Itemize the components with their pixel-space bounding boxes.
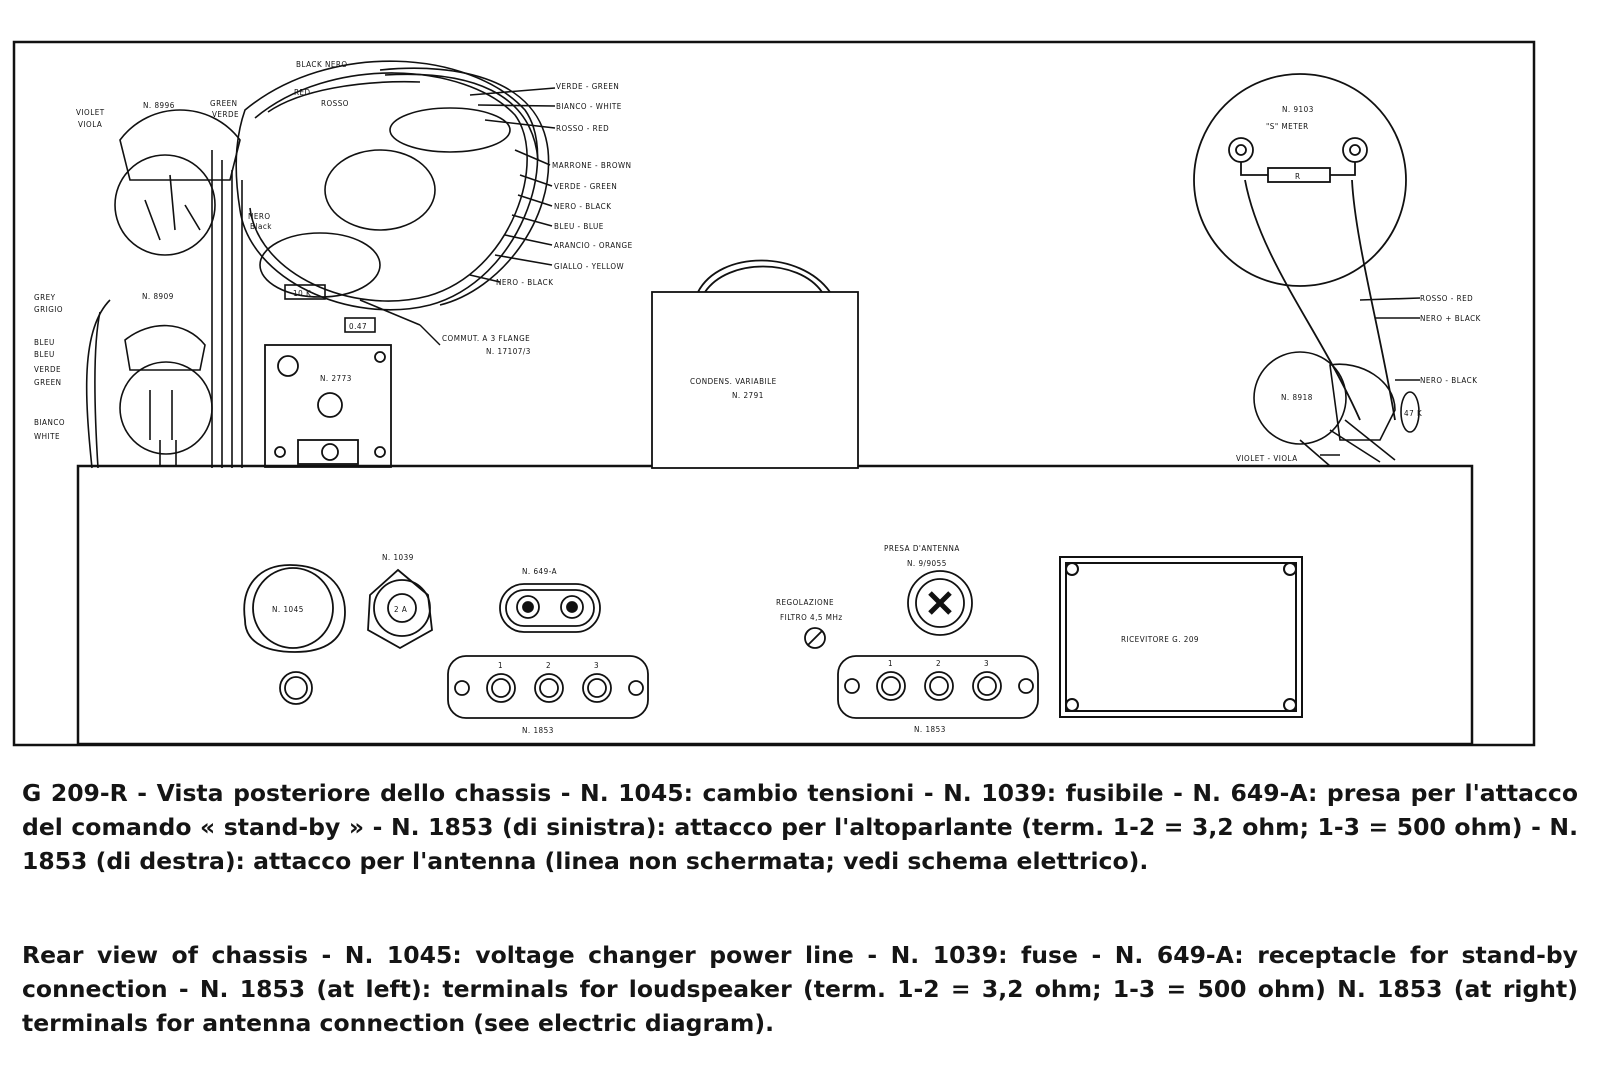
label-bleu: BLEU xyxy=(34,350,55,359)
receptacle-n649a xyxy=(499,583,601,633)
label-viola: VIOLA xyxy=(78,120,102,129)
label-47k: 47 K xyxy=(1404,409,1422,418)
label-violet: VIOLET xyxy=(76,108,105,117)
terminal-number: 1 xyxy=(498,661,503,670)
label-n1853-left: N. 1853 xyxy=(522,726,554,735)
label-nero-black: NERO + BLACK xyxy=(1420,314,1481,323)
label-n8918: N. 8918 xyxy=(1281,393,1313,402)
wire-label: BLEU - BLUE xyxy=(554,222,604,231)
s-meter xyxy=(1193,73,1407,421)
label-red: RED xyxy=(294,88,311,97)
variable-capacitor xyxy=(651,259,859,469)
condens-label: CONDENS. VARIABILE xyxy=(690,377,777,386)
label-n2773: N. 2773 xyxy=(320,374,352,383)
terminal-strip-left-n1853 xyxy=(447,655,649,719)
caption-italian-text: G 209-R - Vista posteriore dello chassis… xyxy=(22,779,1578,875)
wire-label: VERDE - GREEN xyxy=(554,182,617,191)
chassis-rear-view-diagram: BLACK NERO VERDE - GREEN BIANCO - WHITE … xyxy=(12,40,1536,747)
caption-italian: G 209-R - Vista posteriore dello chassis… xyxy=(22,776,1578,878)
condens-number: N. 2791 xyxy=(732,391,764,400)
label-rosso-red: ROSSO - RED xyxy=(1420,294,1473,303)
caption-english: Rear view of chassis - N. 1045: voltage … xyxy=(22,938,1578,1040)
terminal-number: 3 xyxy=(984,659,989,668)
antenna-socket-n9-9055 xyxy=(907,570,973,636)
label-n1045: N. 1045 xyxy=(272,605,304,614)
wire-label: NERO - BLACK xyxy=(554,202,611,211)
left-component-labels: VIOLET VIOLA N. 8996 GREEN VERDE RED ROS… xyxy=(34,88,367,441)
terminal-strip-right-n1853 xyxy=(837,655,1039,719)
label-n1039: N. 1039 xyxy=(382,553,414,562)
label-bleu: BLEU xyxy=(34,338,55,347)
label-regolazione: REGOLAZIONE xyxy=(776,598,834,607)
terminal-number: 1 xyxy=(888,659,893,668)
wire-label: ROSSO - RED xyxy=(556,124,609,133)
label-verde: VERDE xyxy=(212,110,239,119)
filter-adjust-screw xyxy=(804,627,826,649)
wire-label: MARRONE - BROWN xyxy=(552,161,632,170)
label-rosso: ROSSO xyxy=(321,99,349,108)
label-n649a: N. 649-A xyxy=(522,567,557,576)
label-white: WHITE xyxy=(34,432,60,441)
commut-label: COMMUT. A 3 FLANGE xyxy=(442,334,530,343)
label-verde: VERDE xyxy=(34,365,61,374)
socket-n8996 xyxy=(114,109,241,256)
label-n8996: N. 8996 xyxy=(143,101,175,110)
label-green: GREEN xyxy=(34,378,62,387)
terminal-number: 2 xyxy=(936,659,941,668)
socket-n8918 xyxy=(1253,297,1421,467)
wire-label: NERO - BLACK xyxy=(496,278,553,287)
label-presa-antenna: PRESA D'ANTENNA xyxy=(884,544,960,553)
label-filtro: FILTRO 4,5 MHz xyxy=(780,613,843,622)
label-n1853-right: N. 1853 xyxy=(914,725,946,734)
socket-n8909 xyxy=(119,324,213,466)
label-10k: 10 K xyxy=(293,289,311,298)
right-component-labels: ROSSO - RED NERO + BLACK NERO - BLACK VI… xyxy=(1236,294,1481,463)
smeter-resistor-label: R xyxy=(1295,172,1301,181)
wire-label: ARANCIO - ORANGE xyxy=(554,241,633,250)
plate-n2773 xyxy=(264,344,392,468)
label-ricevitore: RICEVITORE G. 209 xyxy=(1121,635,1199,644)
receiver-plate-g209 xyxy=(1059,556,1303,718)
label-grigio: GRIGIO xyxy=(34,305,63,314)
label-green: GREEN xyxy=(210,99,238,108)
wire-label: BIANCO - WHITE xyxy=(556,102,622,111)
label-grey: GREY xyxy=(34,293,56,302)
harness-wire-labels: BLACK NERO VERDE - GREEN BIANCO - WHITE … xyxy=(296,60,633,287)
smeter-label: "S" METER xyxy=(1266,122,1309,131)
wire-label: BLACK NERO xyxy=(296,60,348,69)
terminal-number: 3 xyxy=(594,661,599,670)
label-capacitor: 0.47 xyxy=(349,322,367,331)
label-violet-viola: VIOLET - VIOLA xyxy=(1236,454,1298,463)
voltage-changer-n1045 xyxy=(243,564,346,705)
label-presa-number: N. 9/9055 xyxy=(907,559,947,568)
label-nero-black: NERO - BLACK xyxy=(1420,376,1477,385)
label-black: Black xyxy=(250,222,272,231)
label-bianco: BIANCO xyxy=(34,418,65,427)
smeter-number: N. 9103 xyxy=(1282,105,1314,114)
commut-number: N. 17107/3 xyxy=(486,347,531,356)
wiring-harness xyxy=(85,60,556,469)
panel-labels: N. 1045 N. 1039 2 A N. 649-A 1 2 3 N. 18… xyxy=(272,544,1199,735)
fuse-n1039 xyxy=(367,568,433,650)
terminal-number: 2 xyxy=(546,661,551,670)
label-fuse-rating: 2 A xyxy=(394,605,407,614)
label-nero: NERO xyxy=(248,212,271,221)
label-n8909: N. 8909 xyxy=(142,292,174,301)
caption-english-text: Rear view of chassis - N. 1045: voltage … xyxy=(22,941,1578,1037)
wire-label: GIALLO - YELLOW xyxy=(554,262,624,271)
wire-label: VERDE - GREEN xyxy=(556,82,619,91)
